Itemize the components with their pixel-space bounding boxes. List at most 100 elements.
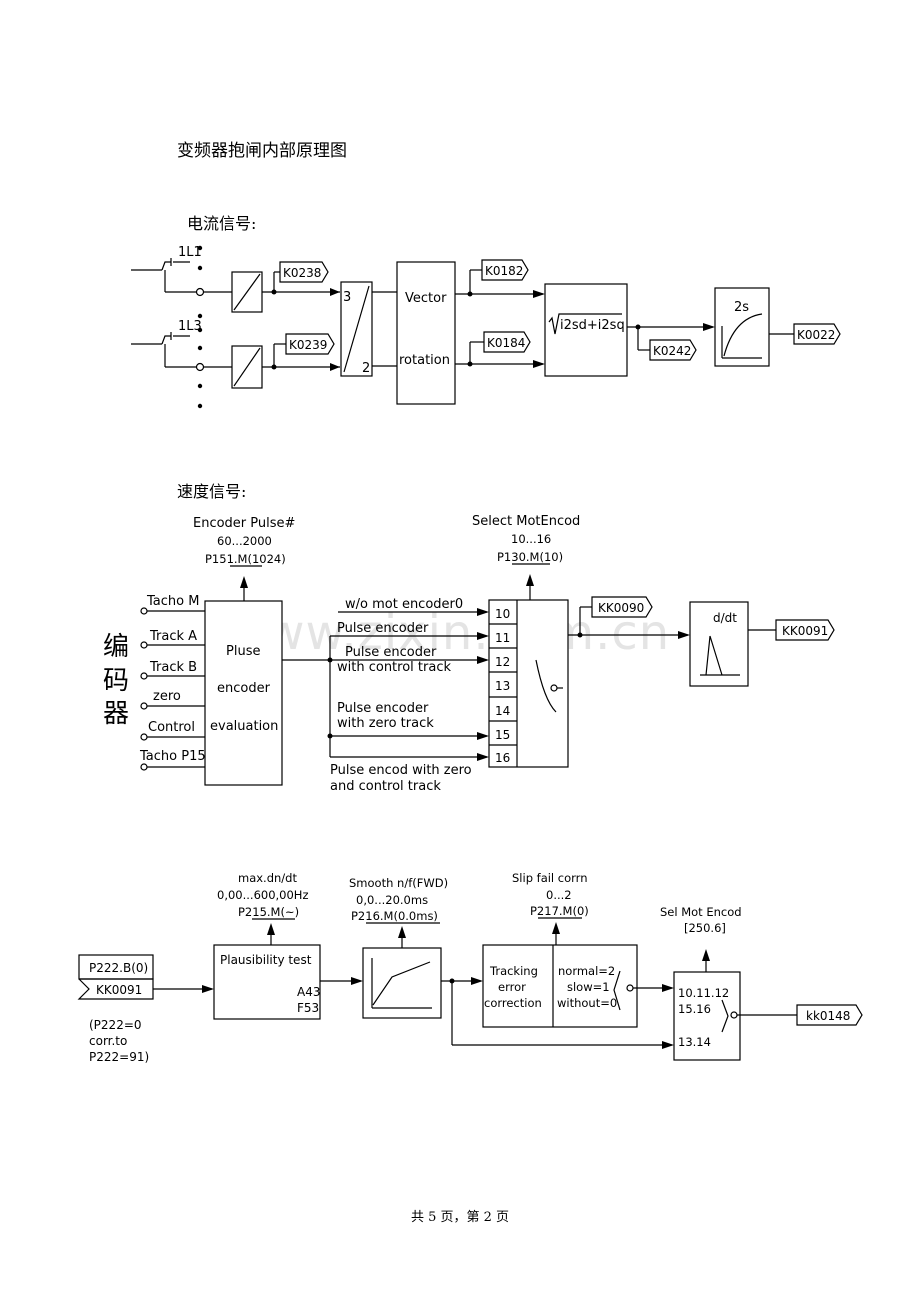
sel-input-3: 13.14 [678, 1035, 711, 1049]
current-signal-diagram: 1L1 K0238 1L3 [131, 245, 841, 409]
input-track-b: Track B [149, 660, 197, 675]
note-line-1: (P222=0 [89, 1018, 142, 1032]
p222-box [78, 954, 154, 980]
connector-kk0148 [796, 1004, 863, 1026]
connector-kk0090 [591, 596, 653, 618]
speed-signal-diagram: 编 码 器 Encoder Pulse# 60...2000 P151.M(10… [103, 514, 835, 794]
smoothing-block [362, 947, 442, 1019]
input-tacho-p15: Tacho P15 [139, 749, 206, 764]
select-motencod-title: Select MotEncod [472, 514, 580, 529]
tracking-error-correction-block [482, 944, 638, 1028]
mode-pulse-control-1: Pulse encoder [345, 645, 437, 660]
speed-correction-diagram: P222.B(0) KK0091 (P222=0 corr.to P222=91… [77, 871, 863, 1064]
input-control: Control [148, 720, 195, 735]
plausibility-title: Plausibility test [220, 953, 312, 967]
tracking-mode-normal: normal=2 [558, 964, 615, 978]
connector-k0022 [793, 323, 841, 345]
sel-input-2: 15.16 [678, 1002, 711, 1016]
converter-in: 3 [343, 290, 351, 305]
slip-range: 0...2 [546, 888, 572, 902]
k0022-label: K0022 [797, 328, 835, 342]
sel-input-1: 10.11.12 [678, 986, 729, 1000]
select-11: 11 [495, 631, 510, 645]
sqrt-expression: i2sd+i2sq [560, 318, 625, 333]
encoder-char-1: 编 [103, 632, 129, 662]
smooth-param: P216.M(0.0ms) [351, 909, 438, 923]
eval-line-1: Pluse [226, 644, 260, 659]
encoder-pulse-range: 60...2000 [217, 534, 272, 548]
encoder-pulse-param: P151.M(1024) [205, 552, 286, 566]
connector-k0242 [649, 339, 697, 361]
select-13: 13 [495, 679, 510, 693]
connector-k0182 [481, 259, 529, 281]
maxdn-param: P215.M(~) [238, 905, 299, 919]
ddt-label: d/dt [713, 611, 737, 625]
mode-pulse-control-2: with control track [337, 660, 451, 675]
kk0148-label: kk0148 [806, 1009, 850, 1023]
page-title: 变频器抱闸内部原理图 [177, 141, 347, 161]
p222-param: P222.B(0) [89, 961, 148, 975]
sel-mot-encod-switch [673, 971, 741, 1061]
mode-pulse-zero-1: Pulse encoder [337, 701, 429, 716]
page-footer: 共 5 页，第 2 页 [410, 1210, 510, 1225]
select-10: 10 [495, 607, 510, 621]
select-motencod-range: 10...16 [511, 532, 551, 546]
tracking-mode-without: without=0 [557, 996, 617, 1010]
mot-encoder-selector [488, 599, 569, 768]
mode-pulse-zero-control-1: Pulse encod with zero [330, 763, 472, 778]
connector-k0238 [279, 261, 329, 283]
speed-signal-heading: 速度信号: [177, 482, 247, 501]
eval-line-2: encoder [217, 681, 271, 696]
plausibility-test-block [213, 944, 321, 1020]
tracking-line-3: correction [484, 996, 542, 1010]
select-12: 12 [495, 655, 510, 669]
phase-1l1-label: 1L1 [178, 245, 202, 260]
fault-f53: F53 [297, 1001, 319, 1015]
encoder-pulse-title: Encoder Pulse# [193, 516, 295, 531]
vector-rotation-block [396, 261, 456, 405]
tracking-mode-slow: slow=1 [567, 980, 610, 994]
maxdn-range: 0,00...600,00Hz [217, 888, 309, 902]
input-tacho-m: Tacho M [146, 594, 199, 609]
pulse-encoder-evaluation-block [204, 600, 283, 786]
kk0091-out-label: KK0091 [782, 624, 828, 638]
mode-no-encoder: w/o mot encoder0 [345, 597, 463, 612]
input-zero: zero [153, 689, 181, 704]
filter-block [714, 287, 770, 367]
rotation-label: rotation [399, 353, 450, 368]
k0238-label: K0238 [283, 266, 321, 280]
select-16: 16 [495, 751, 510, 765]
note-line-2: corr.to [89, 1034, 127, 1048]
k0184-label: K0184 [487, 336, 525, 350]
note-line-3: P222=91) [89, 1050, 149, 1064]
connector-k0239 [285, 333, 335, 355]
selmot-value: [250.6] [684, 921, 726, 935]
slip-title: Slip fail corrn [512, 871, 588, 885]
connector-k0184 [483, 331, 531, 353]
kk0090-label: KK0090 [598, 601, 644, 615]
current-signal-heading: 电流信号: [187, 214, 257, 233]
mode-pulse-zero-control-2: and control track [330, 779, 441, 794]
eval-line-3: evaluation [210, 719, 278, 734]
input-track-a: Track A [149, 629, 197, 644]
ddt-block [689, 601, 749, 687]
mode-pulse-encoder: Pulse encoder [337, 621, 429, 636]
vector-label: Vector [405, 291, 447, 306]
alarm-a43: A43 [297, 985, 320, 999]
magnitude-block [544, 283, 628, 377]
k0239-label: K0239 [289, 338, 327, 352]
select-14: 14 [495, 704, 510, 718]
kk0091-input: KK0091 [96, 983, 142, 997]
select-motencod-param: P130.M(10) [497, 550, 563, 564]
smooth-range: 0,0...20.0ms [356, 893, 428, 907]
mode-pulse-zero-2: with zero track [337, 716, 434, 731]
filter-time: 2s [734, 300, 749, 315]
encoder-char-3: 器 [103, 699, 129, 729]
k0182-label: K0182 [485, 264, 523, 278]
encoder-char-2: 码 [103, 666, 129, 696]
converter-out: 2 [362, 361, 370, 376]
phase-1l3-label: 1L3 [178, 319, 202, 334]
connector-kk0091-out [775, 619, 835, 641]
selmot-title: Sel Mot Encod [660, 905, 742, 919]
